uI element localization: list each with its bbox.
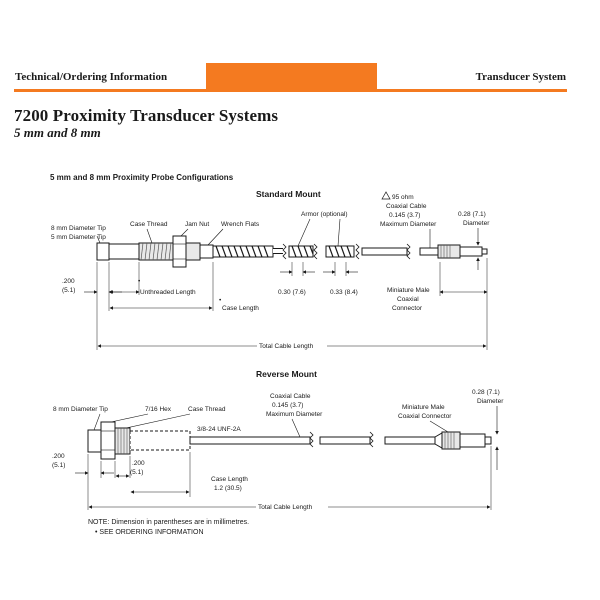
standard-mount-heading: Standard Mount [256,189,321,199]
header-product-label: Transducer System [475,71,566,83]
header-section-label: Technical/Ordering Information [15,71,168,83]
warning-triangle-icon [381,191,391,200]
std-label-max-dia: Maximum Diameter [380,221,437,228]
rev-label-thread-spec: 3/8-24 UNF-2A [197,426,241,433]
std-coaxial-cable [361,247,408,256]
std-dim-total-length: Total Cable Length [259,343,314,350]
std-label-8mm-tip: 8 mm Diameter Tip [51,225,106,232]
std-label-armor: Armor (optional) [301,211,348,218]
header-accent-band [206,63,377,91]
std-wrench-flats [199,244,214,259]
std-unthreaded-body [108,243,140,260]
std-label-jam-nut: Jam Nut [185,221,209,228]
std-ordering-bullet-2: • [219,297,222,304]
std-label-case-thread: Case Thread [130,221,168,228]
std-label-95-ohm: 95 ohm [392,194,414,201]
std-jam-nut [172,235,187,268]
std-label-5mm-tip: 5 mm Diameter Tip [51,234,106,241]
rev-dim-5-1a: (5.1) [52,462,65,469]
std-ordering-bullet: • [138,278,141,285]
std-dim-200: .200 [62,278,75,285]
std-label-connector: Connector [392,305,423,312]
std-label-connector-dia: 0.28 (7.1) [458,211,486,218]
std-dim-unthreaded: Unthreaded Length [140,289,196,296]
rev-dim-case-length-value: 1.2 (30.5) [214,485,242,492]
rev-label-mini-male: Miniature Male [402,404,445,411]
std-dim-armor-2: 0.33 (8.4) [330,289,358,296]
page-title: 7200 Proximity Transducer Systems [14,106,279,125]
rev-coaxial-cable [189,436,311,445]
rev-case-body [129,430,191,451]
rev-label-diameter: Diameter [477,398,504,405]
rev-probe-tip [87,429,102,453]
rev-label-connector-dia: 0.28 (7.1) [472,389,500,396]
rev-label-coax: Coaxial Cable [270,393,311,400]
rev-dim-case-length: Case Length [211,476,248,483]
dimension-note: NOTE: Dimension in parentheses are in mi… [88,519,250,526]
std-label-mini-male: Miniature Male [387,287,430,294]
header-rule [14,89,567,92]
std-threaded-body [138,242,174,261]
rev-label-cable-dia: 0.145 (3.7) [272,402,303,409]
std-label-coax: Coaxial Cable [386,203,427,210]
ordering-note: • SEE ORDERING INFORMATION [95,529,204,536]
reverse-mount-diagram: Reverse Mount 8 mm Diameter Tip 7/16 Hex… [52,369,504,511]
std-label-cable-dia: 0.145 (3.7) [389,212,420,219]
page-subtitle: 5 mm and 8 mm [14,125,101,140]
reverse-mount-heading: Reverse Mount [256,369,317,379]
std-dim-armor-1: 0.30 (7.6) [278,289,306,296]
rev-dim-5-1b: (5.1) [130,469,143,476]
rev-label-hex: 7/16 Hex [145,406,172,413]
std-label-wrench-flats: Wrench Flats [221,221,260,228]
rev-label-max-dia: Maximum Diameter [266,411,323,418]
std-dim-case-length: Case Length [222,305,259,312]
rev-dim-total-length: Total Cable Length [258,504,313,511]
rev-hex [100,421,116,460]
section-title: 5 mm and 8 mm Proximity Probe Configurat… [50,173,234,182]
std-probe-tip [96,242,110,261]
rev-label-case-thread: Case Thread [188,406,226,413]
rev-thread [114,427,131,455]
rev-dim-200a: .200 [52,453,65,460]
standard-mount-diagram: Standard Mount [51,189,490,350]
std-dim-5-1: (5.1) [62,287,75,294]
rev-dim-200b: .200 [132,460,145,467]
rev-label-coax-connector: Coaxial Connector [398,413,452,420]
std-label-diameter: Diameter [463,220,490,227]
rev-label-8mm-tip: 8 mm Diameter Tip [53,406,108,413]
std-label-coaxial: Coaxial [397,296,419,303]
